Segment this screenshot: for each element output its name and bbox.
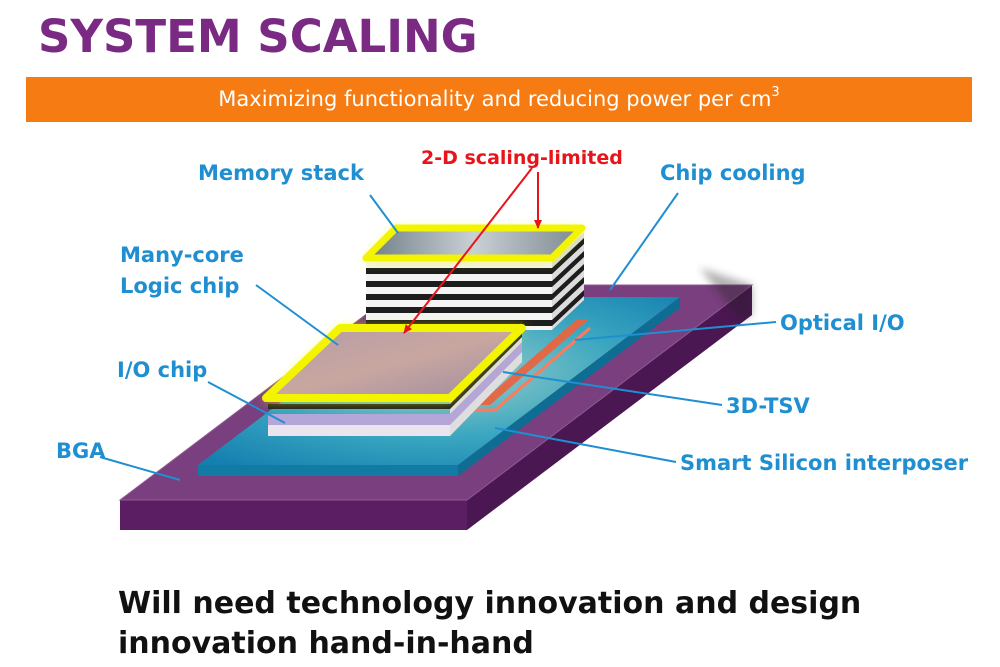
logic-chip-stack [262, 322, 526, 436]
label-many-core-line1: Many-core [120, 243, 244, 267]
footer-statement: Will need technology innovation and desi… [118, 584, 978, 664]
tsv-strip-edge [470, 326, 591, 412]
tsv-strip [478, 320, 588, 405]
page-title: SYSTEM SCALING [38, 10, 478, 63]
label-chip-cooling: Chip cooling [660, 161, 806, 185]
label-3d-tsv: 3D-TSV [726, 394, 811, 418]
banner-text: Maximizing functionality and reducing po… [218, 87, 772, 111]
subtitle-banner: Maximizing functionality and reducing po… [26, 77, 972, 122]
label-memory-stack: Memory stack [198, 161, 365, 185]
memory-stack [362, 224, 586, 330]
label-optical-io: Optical I/O [780, 311, 905, 335]
leader-lines [99, 192, 777, 481]
banner-superscript: 3 [771, 85, 780, 100]
label-smart-silicon-interposer: Smart Silicon interposer [680, 451, 969, 475]
footer-line-1: Will need technology innovation and desi… [118, 586, 862, 621]
scaling-arrows [403, 167, 542, 334]
label-2d-scaling-limited: 2-D scaling-limited [421, 147, 623, 169]
footer-line-2: innovation hand-in-hand [118, 626, 534, 661]
label-bga: BGA [56, 439, 106, 463]
label-many-core-line2: Logic chip [120, 274, 239, 298]
label-io-chip: I/O chip [117, 358, 207, 382]
